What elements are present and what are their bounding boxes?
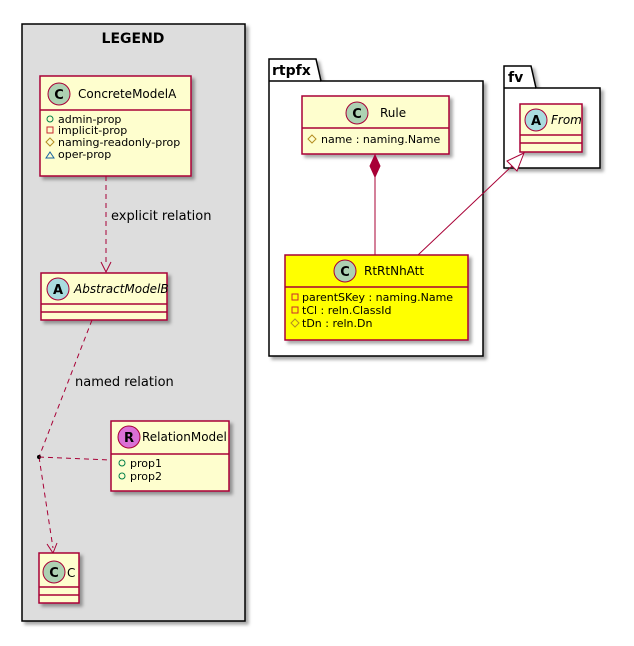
c-class[interactable]: C C bbox=[38, 552, 80, 604]
abstract-stereotype-letter: A bbox=[531, 114, 541, 129]
rtpfx-title: rtpfx bbox=[272, 63, 311, 79]
attr-prop2: prop2 bbox=[130, 470, 162, 483]
abstract-stereotype-letter: A bbox=[53, 283, 63, 298]
abstract-model-b-class[interactable]: A AbstractModelB bbox=[40, 272, 169, 321]
abstract-stereotype-icon bbox=[46, 277, 70, 301]
public-icon bbox=[118, 472, 126, 480]
class-stereotype-letter: C bbox=[54, 88, 64, 103]
class-name: ConcreteModelA bbox=[78, 87, 177, 101]
attr-name: name : naming.Name bbox=[321, 133, 441, 146]
class-name: C bbox=[67, 566, 75, 580]
rule-class[interactable]: C Rule name : naming.Name bbox=[301, 95, 450, 155]
attr-implicit-prop: implicit-prop bbox=[58, 124, 127, 137]
attr-prop1: prop1 bbox=[130, 457, 162, 470]
class-name: From bbox=[551, 113, 582, 127]
concrete-model-a-class[interactable]: C ConcreteModelA admin-prop implicit-pro… bbox=[39, 75, 192, 177]
private-icon bbox=[291, 306, 299, 314]
named-relation-label: named relation bbox=[75, 375, 174, 390]
class-stereotype-icon bbox=[333, 259, 357, 283]
explicit-relation-label: explicit relation bbox=[111, 209, 211, 224]
attr-admin-prop: admin-prop bbox=[58, 113, 121, 126]
private-icon bbox=[46, 126, 54, 134]
attr-oper-prop: oper-prop bbox=[58, 148, 111, 161]
class-stereotype-letter: C bbox=[352, 107, 362, 122]
inheritance-edge bbox=[417, 152, 525, 256]
private-icon bbox=[291, 293, 299, 301]
attr-parentskey: parentSKey : naming.Name bbox=[302, 291, 453, 304]
package-private-icon bbox=[45, 151, 55, 159]
protected-icon bbox=[307, 134, 317, 144]
protected-icon bbox=[290, 318, 300, 328]
class-stereotype-letter: C bbox=[340, 265, 350, 280]
class-name: Rule bbox=[380, 106, 406, 120]
class-stereotype-icon bbox=[345, 101, 369, 125]
attr-tcl: tCl : reln.ClassId bbox=[302, 304, 392, 317]
class-name: AbstractModelB bbox=[73, 282, 169, 296]
relation-stereotype-letter: R bbox=[124, 431, 134, 446]
public-icon bbox=[46, 115, 54, 123]
composition-diamond-icon bbox=[369, 153, 381, 179]
attr-naming-readonly-prop: naming-readonly-prop bbox=[58, 136, 180, 149]
protected-icon bbox=[45, 137, 55, 147]
attr-tdn: tDn : reln.Dn bbox=[302, 317, 372, 330]
from-class[interactable]: A From bbox=[519, 103, 583, 153]
relation-stereotype-icon bbox=[117, 425, 141, 449]
named-relation-edge: named relation bbox=[37, 319, 174, 555]
public-icon bbox=[118, 459, 126, 467]
relation-model-class[interactable]: R RelationModel prop1 prop2 bbox=[110, 420, 230, 492]
explicit-relation-edge: explicit relation bbox=[100, 176, 211, 274]
fv-title: fv bbox=[508, 70, 523, 86]
rtrtnhatt-class[interactable]: C RtRtNhAtt parentSKey : naming.Name tCl… bbox=[284, 254, 469, 341]
legend-title: LEGEND bbox=[102, 31, 165, 47]
abstract-stereotype-icon bbox=[524, 108, 548, 132]
class-stereotype-icon bbox=[42, 560, 66, 584]
class-stereotype-icon bbox=[47, 82, 71, 106]
class-name: RelationModel bbox=[142, 430, 227, 444]
composition-edge bbox=[369, 153, 381, 255]
inheritance-arrow-icon bbox=[506, 152, 525, 172]
class-stereotype-letter: C bbox=[49, 566, 59, 581]
class-name: RtRtNhAtt bbox=[364, 264, 424, 278]
